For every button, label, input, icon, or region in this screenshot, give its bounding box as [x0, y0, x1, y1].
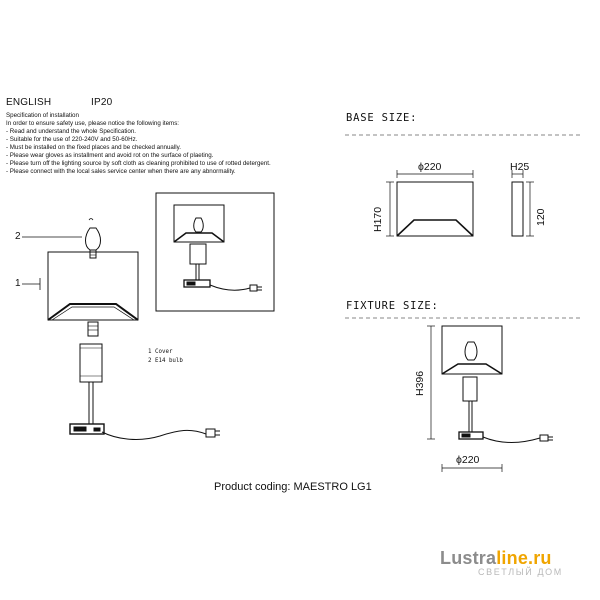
product-coding: Product coding: MAESTRO LG1	[214, 481, 372, 493]
spec-title: Specification of installation	[6, 112, 79, 119]
base-depth-label: H25	[510, 161, 530, 173]
watermark-tagline: СВЕТЛЫЙ ДОМ	[478, 567, 563, 577]
exploded-lamp-drawing	[22, 218, 220, 440]
base-side-height-label: 120	[535, 208, 547, 226]
spec-item: - Please turn off the lighting source by…	[6, 160, 271, 167]
base-size-drawing	[386, 170, 534, 237]
base-size-title: BASE SIZE:	[346, 112, 418, 124]
spec-item: - Read and understand the whole Specific…	[6, 128, 137, 135]
watermark-brand-light: line.ru	[496, 548, 552, 568]
bulb-icon	[85, 227, 101, 251]
spec-item: - Suitable for the use of 220-240V and 5…	[6, 136, 138, 143]
ip-rating-label: IP20	[91, 97, 113, 108]
watermark-brand-dark: Lustra	[440, 548, 497, 568]
callout-1: 1	[15, 278, 21, 289]
spec-item: - Please connect with the local sales se…	[6, 168, 236, 175]
language-label: ENGLISH	[6, 97, 52, 108]
assembled-lamp-drawing	[155, 192, 275, 312]
base-height-label: H170	[372, 206, 384, 232]
spec-intro: In order to ensure safety use, please no…	[6, 120, 180, 127]
legend-cover: 1 Cover	[148, 349, 173, 355]
parts-legend: 1 Cover 2 E14 bulb	[148, 348, 183, 366]
spec-item: - Please wear gloves as installment and …	[6, 152, 214, 159]
fixture-size-title: FIXTURE SIZE:	[346, 300, 439, 312]
brand-watermark: Lustraline.ru СВЕТЛЫЙ ДОМ	[440, 548, 563, 577]
fixture-size-drawing	[427, 325, 553, 472]
fixture-height-label: H396	[414, 370, 426, 396]
spec-item: - Must be installed on the fixed places …	[6, 144, 181, 151]
base-width-label: ϕ220	[418, 161, 442, 173]
fixture-width-label: ϕ220	[456, 454, 480, 466]
callout-2: 2	[15, 231, 21, 242]
legend-bulb: 2 E14 bulb	[148, 358, 183, 364]
specification-block: Specification of installation In order t…	[6, 112, 336, 176]
